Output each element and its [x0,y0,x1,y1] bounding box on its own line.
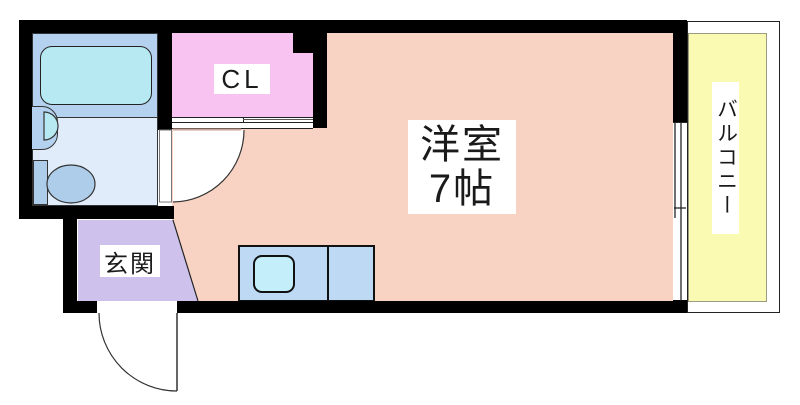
main-room-size: 7帖 [428,167,496,211]
wall-bottom-main-segment [177,301,687,313]
wall-bathroom-bottom [19,206,174,219]
closet-sliding-door-midline [172,122,313,123]
room-door-leaf-icon [159,129,172,203]
wall-corner-bottom-right [673,300,687,313]
entrance-label: 玄関 [100,245,160,278]
closet-sliding-door-panel-line [243,119,313,120]
wash-basin-icon [28,106,58,150]
closet-sliding-door-tick [243,117,244,123]
wall-closet-right [313,33,327,128]
main-room-label: 洋室 7帖 [408,120,516,214]
wall-bathroom-right [158,20,172,130]
entrance-door-swing-area [99,313,177,391]
closet-label: CL [214,64,270,94]
main-room-name: 洋室 [420,123,504,167]
entrance-door-swing-arc-icon [98,312,178,392]
balcony-label: バルコニー [712,82,739,234]
kitchen-counter-divider [327,245,329,302]
bathtub-icon [40,46,152,105]
wall-closet-notch [293,33,327,53]
wall-room-right [673,20,687,123]
wall-top [19,20,687,33]
kitchen-sink-icon [253,255,295,293]
wall-left [19,20,32,219]
wall-bottom-left-segment [63,301,97,313]
toilet-tank-icon [33,160,48,205]
closet-sliding-door-icon [172,117,313,129]
wall-entrance-left [63,206,77,313]
